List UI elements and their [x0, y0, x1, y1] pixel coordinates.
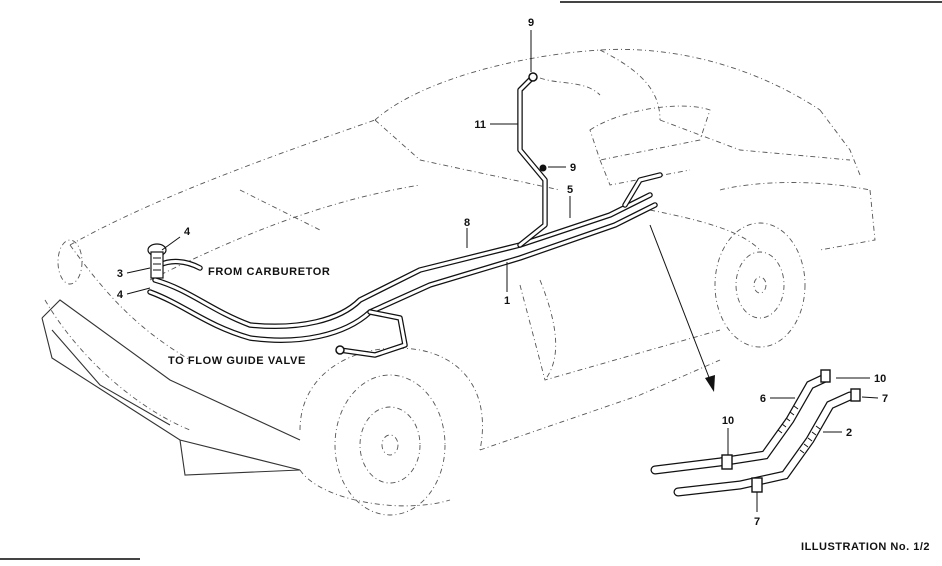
mid-clamp: [539, 164, 547, 172]
vapor-piping: [147, 75, 663, 358]
carbon-canister: [147, 243, 167, 279]
part-number-4-bottom: 4: [117, 289, 124, 301]
part-number-9-mid: 9: [570, 162, 576, 174]
from-carburetor-label: FROM CARBURETOR: [208, 266, 330, 278]
illustration-number-label: ILLUSTRATION No. 1/2: [801, 541, 930, 553]
part-number-6: 6: [760, 393, 766, 405]
part-number-labels: 9 11 9 5 8 1 4 3 4 10 7 6 2 10 7: [117, 17, 888, 528]
part-number-5: 5: [567, 184, 573, 196]
to-flow-guide-valve-label: TO FLOW GUIDE VALVE: [168, 355, 306, 367]
part-number-7-bottom: 7: [754, 516, 760, 528]
rear-wheel: [714, 222, 806, 348]
part-number-7-right: 7: [882, 393, 888, 405]
part-number-11: 11: [474, 119, 486, 131]
part-number-9-top: 9: [528, 17, 534, 29]
part-number-8: 8: [464, 217, 470, 229]
flow-guide-valve-end: [335, 345, 345, 355]
part-number-10-right: 10: [874, 373, 886, 385]
part-number-4-top: 4: [184, 226, 191, 238]
top-fitting: [528, 72, 601, 96]
part-number-1: 1: [504, 295, 510, 307]
detail-inset: [650, 369, 861, 497]
front-wheel: [334, 374, 446, 516]
leader-lines: [126, 30, 879, 512]
part-number-10-left: 10: [722, 415, 734, 427]
detail-arrow: [649, 224, 715, 392]
car-body-outline: [44, 48, 876, 507]
part-number-2: 2: [846, 427, 852, 439]
part-number-3: 3: [117, 268, 123, 280]
front-bumper: [41, 239, 301, 476]
